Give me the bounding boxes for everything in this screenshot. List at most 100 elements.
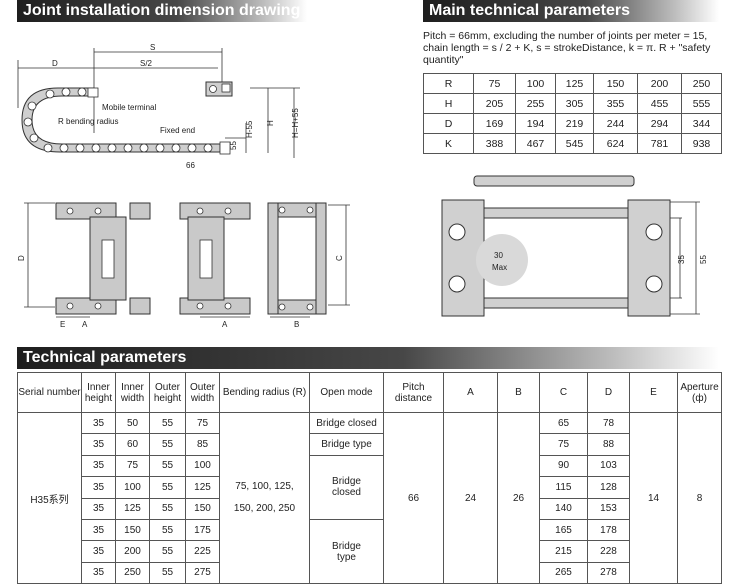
- param-row-r: R 75 100 125 150 200 250: [423, 73, 722, 94]
- param-cell: 455: [637, 93, 682, 114]
- d-header: D: [587, 372, 630, 413]
- inner-width-cell: 50: [115, 411, 150, 435]
- outer-width-cell: 75: [185, 411, 220, 435]
- table-row: 35 150 55 175 Bridge type 165 178: [18, 518, 722, 585]
- d-cell: 128: [587, 476, 630, 499]
- serial-header: Serial number: [17, 372, 82, 413]
- dim-a-label: A: [82, 320, 88, 329]
- param-cell: 294: [637, 113, 682, 134]
- param-cell: 555: [681, 93, 722, 114]
- dim-35-label: 35: [677, 255, 686, 264]
- outer-height-header: Outer height: [149, 372, 186, 413]
- d-cell: 278: [587, 561, 630, 585]
- inner-height-cell: 35: [81, 497, 116, 520]
- outer-width-cell: 85: [185, 433, 220, 456]
- open-mode-cell: Bridge type: [309, 518, 384, 585]
- inner-height-cell: 35: [81, 433, 116, 456]
- max-num-label: 30: [494, 251, 503, 260]
- param-label: K: [423, 133, 474, 154]
- pitch-distance-header: Pitch distance: [383, 372, 444, 413]
- tech-params-table: Serial number Inner height Inner width O…: [17, 372, 722, 585]
- main-params-table: R 75 100 125 150 200 250 H 205 255 305 3…: [423, 73, 722, 154]
- outer-width-cell: 175: [185, 518, 220, 542]
- inner-height-cell: 35: [81, 411, 116, 435]
- cross-section-drawing: 30 Max 35 55: [441, 175, 708, 317]
- outer-width-cell: 100: [185, 454, 220, 478]
- b-header: B: [497, 372, 540, 413]
- max-size-circle: [476, 234, 528, 286]
- param-cell: 255: [515, 93, 556, 114]
- e-header: E: [629, 372, 678, 413]
- dim-55-label: 55: [229, 141, 238, 150]
- tech-params-banner: Technical parameters: [17, 347, 719, 369]
- open-mode-cell: Bridge type: [309, 433, 384, 456]
- dim-d-label: D: [17, 255, 26, 261]
- param-cell: 75: [473, 73, 516, 94]
- bending-radius-cell: 75, 100, 125, 150, 200, 250: [219, 411, 310, 585]
- inner-width-cell: 150: [115, 518, 150, 542]
- open-mode-cell: Bridge closed: [309, 411, 384, 435]
- mobile-terminal-label: Mobile terminal: [102, 103, 156, 112]
- param-cell: 150: [593, 73, 638, 94]
- chain-installation-drawing: S S/2 D Mobile terminal R bending radius…: [17, 43, 300, 170]
- param-label: H: [423, 93, 474, 114]
- param-cell: 169: [473, 113, 516, 134]
- table-row: H35系列 35 50 55 75 75, 100, 125, 150, 200…: [17, 411, 722, 585]
- aperture-symbol: (ф): [692, 392, 707, 404]
- table-row: 35 75 55 100 Bridge closed 90 103: [18, 454, 722, 520]
- c-cell: 165: [539, 518, 588, 542]
- d-cell: 103: [587, 454, 630, 478]
- inner-width-cell: 75: [115, 454, 150, 478]
- dim-d-label: D: [52, 59, 58, 68]
- param-cell: 388: [473, 133, 516, 154]
- open-mode-cell: Bridge closed: [309, 454, 384, 520]
- dim-c-label: C: [335, 255, 344, 261]
- param-cell: 100: [515, 73, 556, 94]
- inner-width-cell: 200: [115, 540, 150, 563]
- inner-height-cell: 35: [81, 476, 116, 499]
- inner-height-cell: 35: [81, 561, 116, 585]
- bending-radius-label: R bending radius: [58, 117, 118, 126]
- c-cell: 140: [539, 497, 588, 520]
- inner-width-cell: 125: [115, 497, 150, 520]
- param-row-d: D 169 194 219 244 294 344: [423, 113, 722, 134]
- param-cell: 250: [681, 73, 722, 94]
- param-cell: 219: [555, 113, 594, 134]
- e-cell: 14: [629, 411, 678, 585]
- d-cell: 153: [587, 497, 630, 520]
- outer-width-header: Outer width: [185, 372, 220, 413]
- param-row-k: K 388 467 545 624 781 938: [423, 133, 722, 154]
- c-cell: 265: [539, 561, 588, 585]
- dim-s2-label: S/2: [140, 59, 153, 68]
- outer-height-cell: 55: [149, 476, 186, 499]
- c-cell: 90: [539, 454, 588, 478]
- inner-height-cell: 35: [81, 454, 116, 478]
- link-top-view-drawing: D E A A B C: [17, 202, 350, 329]
- param-cell: 938: [681, 133, 722, 154]
- dim-h-label: H: [266, 120, 275, 126]
- param-cell: 125: [555, 73, 594, 94]
- d-cell: 228: [587, 540, 630, 563]
- d-cell: 178: [587, 518, 630, 542]
- outer-width-cell: 150: [185, 497, 220, 520]
- outer-height-cell: 55: [149, 540, 186, 563]
- dim-a-label-2: A: [222, 320, 228, 329]
- param-cell: 205: [473, 93, 516, 114]
- dim-h55-label: H-55: [245, 120, 254, 138]
- table-row: 35 250 55 275 265 278: [18, 561, 722, 585]
- param-cell: 781: [637, 133, 682, 154]
- serial-cell: H35系列: [17, 411, 82, 585]
- param-cell: 244: [593, 113, 638, 134]
- param-row-h: H 205 255 305 355 455 555: [423, 93, 722, 114]
- inner-width-cell: 60: [115, 433, 150, 456]
- dim-hhh-label: H=H+55: [291, 108, 300, 138]
- pitch-note: Pitch = 66mm, excluding the number of jo…: [423, 30, 711, 66]
- param-cell: 194: [515, 113, 556, 134]
- main-params-banner: Main technical parameters: [423, 0, 719, 22]
- outer-height-cell: 55: [149, 497, 186, 520]
- c-cell: 65: [539, 411, 588, 435]
- a-cell: 24: [443, 411, 498, 585]
- inner-width-cell: 100: [115, 476, 150, 499]
- outer-width-cell: 275: [185, 561, 220, 585]
- inner-width-header: Inner width: [115, 372, 150, 413]
